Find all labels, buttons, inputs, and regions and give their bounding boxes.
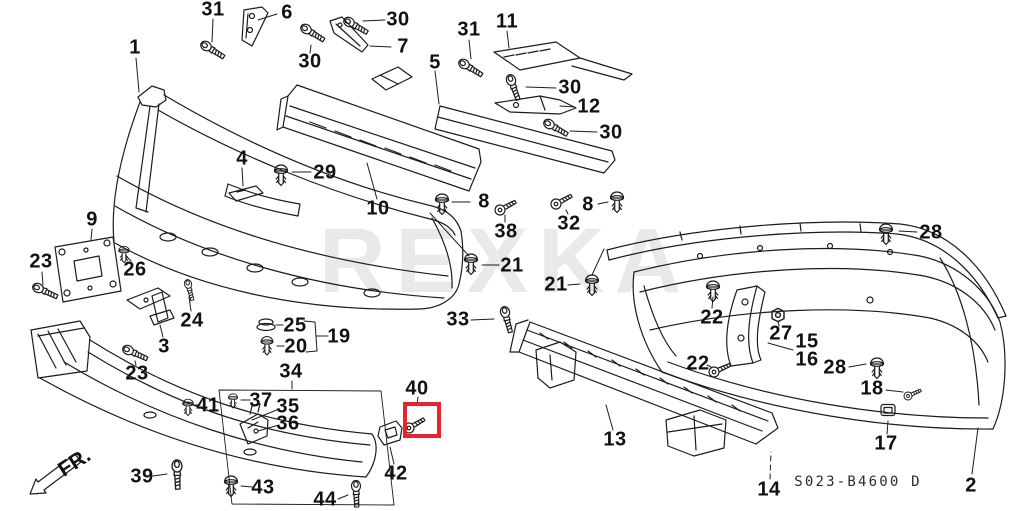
part-callout-11: 11 [495, 10, 519, 33]
bolt-23-a [30, 280, 60, 302]
part-callout-8: 8 [478, 190, 490, 213]
part-callout-39: 39 [130, 465, 154, 488]
part-callout-20: 20 [284, 335, 308, 358]
part-callout-27: 27 [769, 322, 793, 345]
part-callout-34: 34 [279, 360, 303, 383]
part-callout-12: 12 [577, 95, 601, 118]
part-callout-31-2: 31 [457, 18, 481, 41]
part-callout-32: 32 [557, 212, 581, 235]
bolt-30-b [298, 21, 327, 45]
part-callout-30-3: 30 [558, 76, 582, 99]
clip-20 [260, 336, 274, 356]
part-callout-30-2: 30 [298, 50, 322, 73]
bolt-39 [171, 459, 184, 490]
bolt-23-b [120, 342, 150, 364]
part-callout-42: 42 [384, 462, 408, 485]
screw-22-b [706, 359, 733, 380]
part-callout-33: 33 [446, 308, 470, 331]
rear-bracket-art [726, 285, 766, 367]
part-callout-10: 10 [366, 197, 390, 220]
part-callout-37: 37 [249, 389, 273, 412]
bolt-30-d [541, 116, 571, 139]
license-bracket-art [54, 185, 264, 326]
screw-32 [548, 190, 575, 212]
fr-arrow-icon [29, 453, 82, 495]
part-callout-8-2: 8 [582, 193, 594, 216]
leader-lines [41, 13, 979, 500]
nut-27 [771, 307, 785, 323]
bolt-31-front [198, 38, 227, 62]
diagram-code: S023-B4600 D [794, 474, 922, 490]
top-brackets-art [241, 6, 633, 115]
part-callout-36: 36 [276, 412, 300, 435]
screw-18 [902, 386, 923, 402]
part-callout-5: 5 [429, 51, 441, 74]
front-bumper-art [112, 85, 464, 310]
part-callout-18: 18 [860, 377, 884, 400]
part-callout-23-2: 23 [125, 362, 149, 385]
part-callout-26: 26 [123, 258, 147, 281]
bolt-30-c [504, 72, 524, 102]
rear-bumper-art [606, 221, 1007, 430]
part-callout-30-4: 30 [599, 121, 623, 144]
part-callout-35: 35 [276, 395, 300, 418]
part-callout-9: 9 [86, 208, 98, 231]
part-callout-25: 25 [283, 314, 307, 337]
fasteners-layer [30, 14, 923, 508]
part-callout-1: 1 [129, 36, 141, 59]
part-callout-15: 15 [795, 330, 819, 353]
part-callout-28-2: 28 [919, 221, 943, 244]
part-callout-17: 17 [874, 432, 898, 455]
part-callout-21-2: 21 [544, 273, 568, 296]
grommet-17 [880, 403, 896, 417]
part-callout-41: 41 [196, 394, 220, 417]
clip-28-mid [869, 357, 885, 380]
fr-direction-label: FR. [54, 444, 95, 482]
part-callout-6: 6 [281, 1, 293, 24]
part-callout-43: 43 [251, 476, 275, 499]
bolt-44 [350, 479, 362, 508]
part-callout-44: 44 [313, 488, 337, 511]
part-callout-3: 3 [158, 335, 170, 358]
part-callout-23: 23 [29, 250, 53, 273]
part-callout-22: 22 [700, 306, 724, 329]
part-callout-4: 4 [236, 147, 248, 170]
part-callout-7: 7 [397, 35, 409, 58]
part-callout-38: 38 [494, 220, 518, 243]
spoiler-kit-frame [218, 389, 395, 506]
clip-28-top [878, 223, 894, 246]
part-callout-22-2: 22 [686, 352, 710, 375]
part-callout-16: 16 [795, 348, 819, 371]
part-callout-24: 24 [180, 309, 204, 332]
clip-37 [228, 393, 238, 409]
front-beam-art [276, 66, 482, 192]
part-callout-19: 19 [327, 325, 351, 348]
part-callout-14: 14 [757, 478, 781, 501]
part-callout-30: 30 [386, 8, 410, 31]
part-callout-28: 28 [823, 356, 847, 379]
part-callout-2: 2 [965, 474, 977, 497]
upper-beam-art [434, 105, 616, 174]
front-spoiler-art [30, 320, 403, 478]
bolt-31-b [456, 56, 485, 80]
part-callout-29: 29 [313, 161, 337, 184]
clip-25 [256, 318, 276, 332]
rear-beam-art [509, 319, 779, 457]
part-callout-13: 13 [603, 428, 627, 451]
part-callout-31: 31 [201, 0, 225, 21]
highlight-box-part-40 [403, 402, 441, 438]
part-callout-40: 40 [405, 377, 429, 400]
part-callout-21: 21 [500, 254, 524, 277]
fr-arrow: FR. [29, 444, 95, 495]
